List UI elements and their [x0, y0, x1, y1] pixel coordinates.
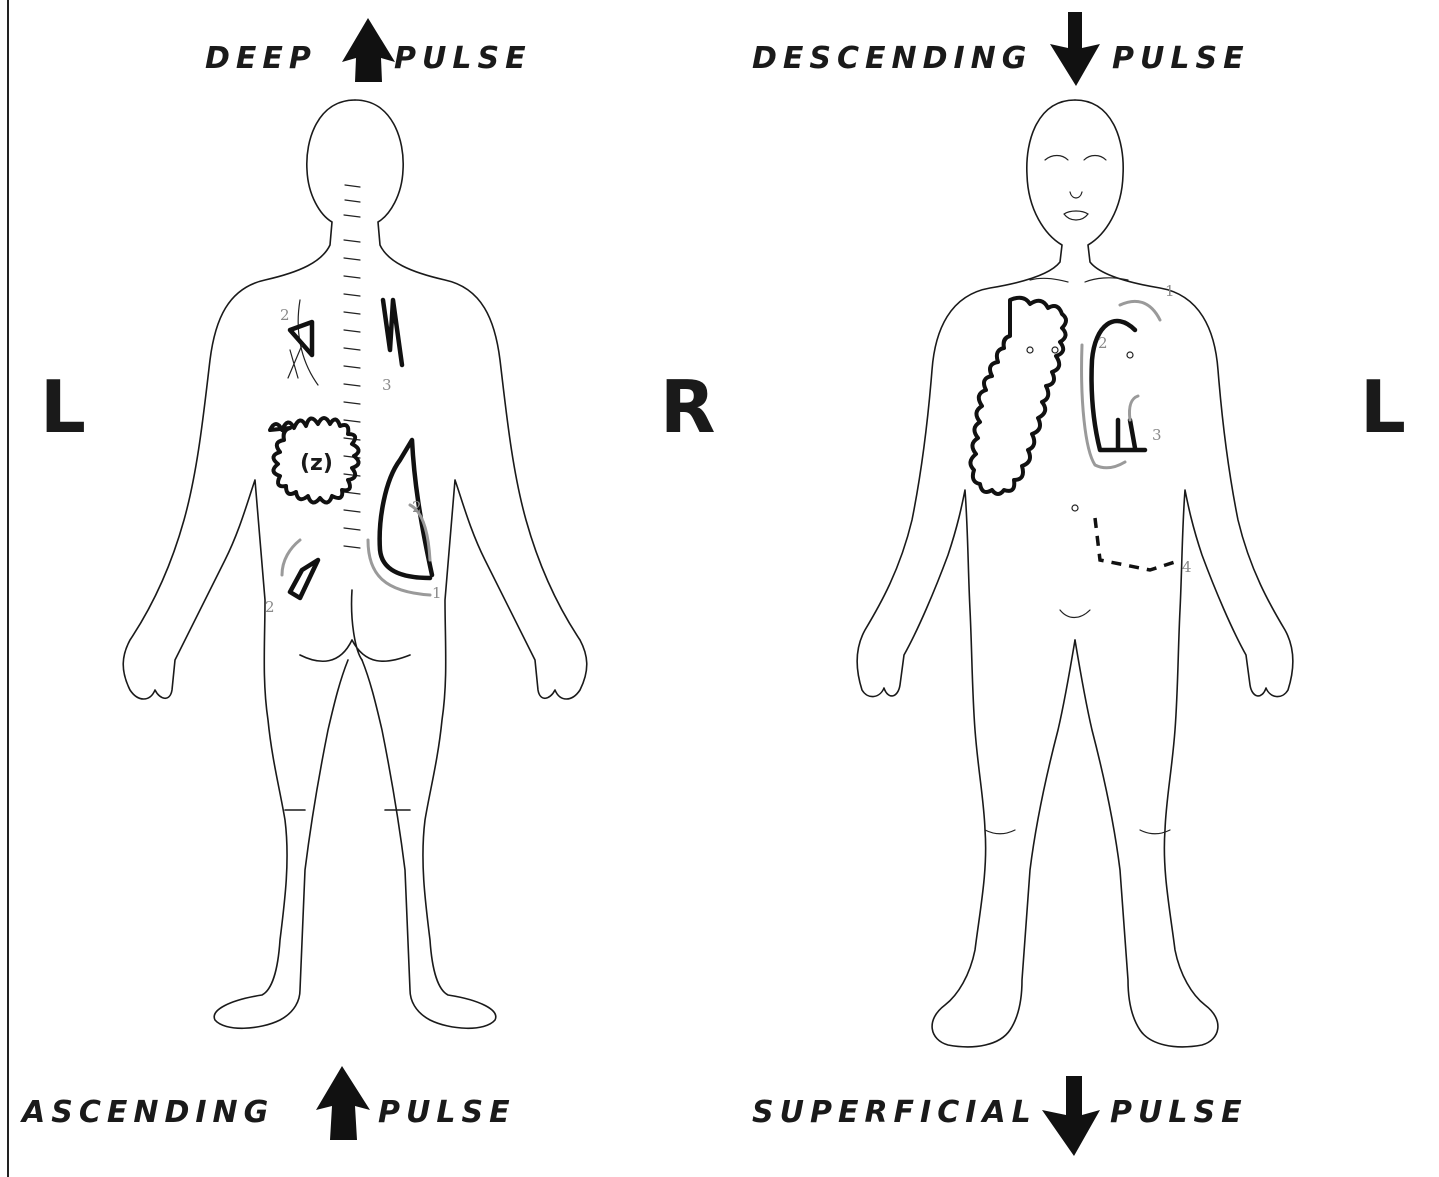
deep-label: DEEP [205, 41, 317, 76]
superficial-pulse-label: PULSE [1110, 1095, 1248, 1130]
spine-marks [344, 185, 360, 548]
front-gray-arrow-1 [1120, 301, 1160, 320]
back-figure: (z) 2 3 2 1 2 [123, 100, 587, 1028]
deep-pulse-label: PULSE [394, 41, 532, 76]
front-number: 3 [1152, 426, 1162, 444]
up-arrow-icon [316, 1066, 370, 1140]
back-number: 1 [432, 584, 442, 602]
front-number: 4 [1182, 558, 1192, 576]
back-number: 2 [265, 598, 275, 616]
front-dashed-line [1095, 518, 1175, 570]
right-center-label: R [660, 365, 715, 449]
superficial-label: SUPERFICIAL [752, 1095, 1037, 1130]
left-side-front-label: L [1360, 365, 1406, 449]
back-organ-mark: (z) [300, 451, 333, 476]
ascending-label: ASCENDING [20, 1095, 274, 1130]
front-figure: 1 2 3 4 [857, 100, 1293, 1047]
back-number: 2 [280, 306, 290, 324]
front-number: 2 [1098, 334, 1108, 352]
back-number: 3 [382, 376, 392, 394]
left-side-back-label: L [40, 365, 86, 449]
back-gray-arrow-3 [282, 540, 300, 575]
up-arrow-icon [342, 18, 395, 82]
front-number: 1 [1165, 282, 1175, 300]
back-number: 2 [412, 498, 422, 516]
descending-label: DESCENDING [752, 41, 1032, 76]
down-arrow-icon [1050, 12, 1100, 86]
down-arrow-icon [1042, 1076, 1100, 1156]
back-gray-arrow-1 [368, 540, 430, 595]
front-wavy-organ [970, 298, 1066, 494]
front-gray-arrow-3 [1129, 396, 1138, 420]
descending-pulse-label: PULSE [1112, 41, 1250, 76]
ascending-pulse-label: PULSE [378, 1095, 516, 1130]
